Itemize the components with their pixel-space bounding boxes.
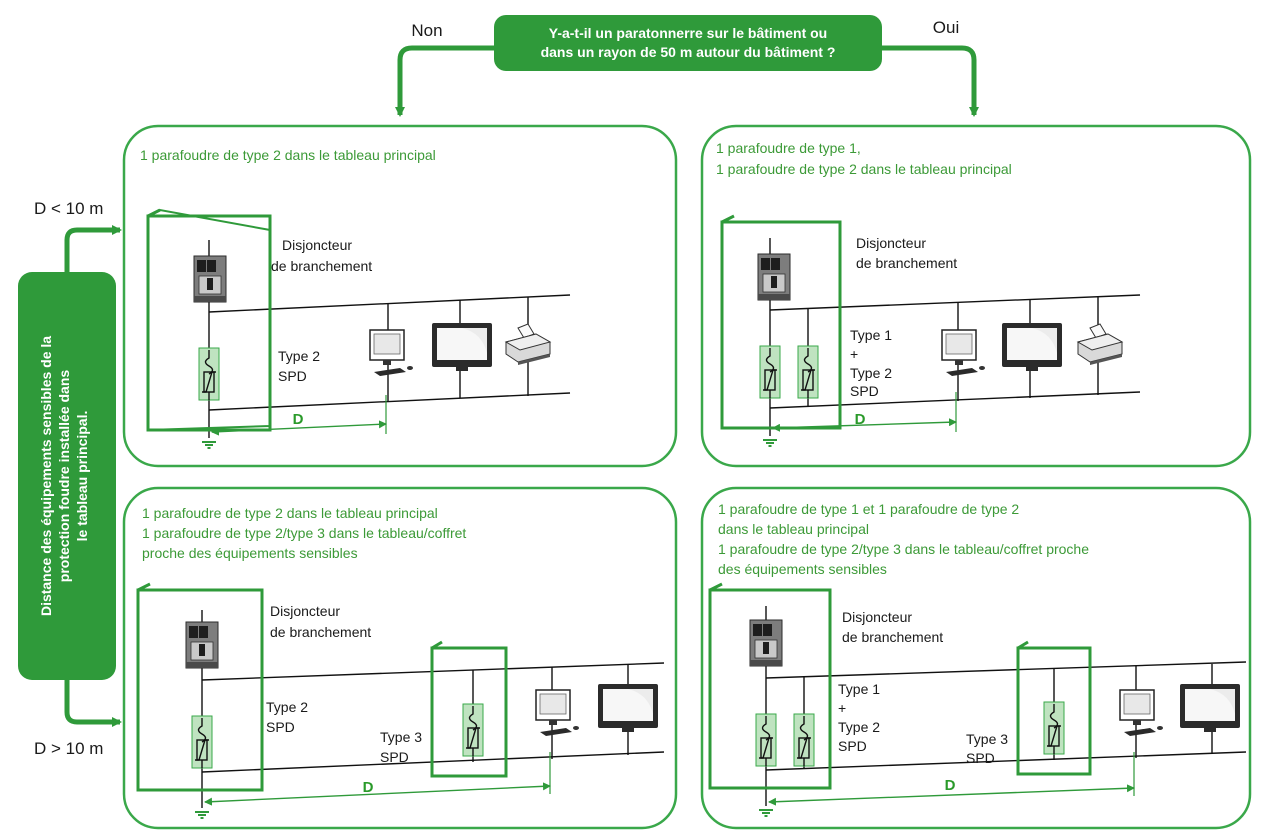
spd3-label-2: SPD	[966, 750, 995, 766]
spd-type2-module	[797, 345, 819, 399]
distance-side-box: Distance des équipements sensibles de la…	[18, 272, 116, 680]
spd-type2-module	[191, 715, 213, 769]
no-label: Non	[411, 21, 442, 40]
panel-frame	[700, 486, 1252, 830]
spd-label-line: +	[838, 700, 846, 716]
screen-icon	[598, 684, 658, 732]
side-background	[18, 272, 116, 680]
d-less-arrow	[64, 225, 122, 272]
distance-label: D	[293, 411, 304, 428]
breaker-icon	[757, 253, 791, 301]
sub-cabinet	[1016, 646, 1092, 776]
spd-label-1: Type 2	[278, 348, 320, 364]
d-less-label: D < 10 m	[34, 199, 103, 218]
panel-desc-line: 1 parafoudre de type 2/type 3 dans le ta…	[142, 525, 466, 541]
panel-desc-line: 1 parafoudre de type 2 dans le tableau p…	[142, 505, 438, 521]
spd-label-2: SPD	[278, 368, 307, 384]
spd-label-line: Type 1	[850, 327, 892, 343]
yes-arrow	[882, 45, 979, 117]
spd3-label-1: Type 3	[966, 731, 1008, 747]
panel-desc-line: 1 parafoudre de type 1,	[716, 140, 861, 156]
screen-icon	[432, 323, 492, 371]
spd-label-1: Type 2	[266, 699, 308, 715]
main-cabinet	[136, 588, 264, 792]
spd-label-line: SPD	[838, 738, 867, 754]
spd-type3-module	[462, 703, 484, 757]
screen-icon	[1180, 684, 1240, 732]
panel-frame	[122, 124, 678, 468]
spd3-label-1: Type 3	[380, 729, 422, 745]
spd-label-line: Type 2	[838, 719, 880, 735]
panel-bottom-left: 1 parafoudre de type 2 dans le tableau p…	[122, 486, 678, 830]
breaker-label-2: de branchement	[271, 258, 372, 274]
screen-icon	[1002, 323, 1062, 371]
panel-top-left: 1 parafoudre de type 2 dans le tableau p…	[122, 124, 678, 468]
spd-label-2: SPD	[266, 719, 295, 735]
main-cabinet	[146, 214, 272, 432]
distance-label: D	[945, 777, 956, 794]
side-line-3: le tableau principal.	[74, 411, 90, 542]
distance-arrow	[772, 418, 957, 432]
question-line-2: dans un rayon de 50 m autour du bâtiment…	[541, 44, 836, 60]
panel-desc-line: 1 parafoudre de type 1 et 1 parafoudre d…	[718, 501, 1019, 517]
spd-type1-module	[755, 713, 777, 767]
breaker-icon	[749, 619, 783, 667]
spd-label-line: +	[850, 346, 858, 362]
spd-label-line: Type 1	[838, 681, 880, 697]
yes-label: Oui	[933, 18, 959, 37]
distance-arrow	[211, 420, 387, 436]
d-more-arrow	[64, 680, 122, 727]
panel-desc-line: dans le tableau principal	[718, 521, 869, 537]
distance-arrow	[768, 784, 1135, 806]
sub-cabinet	[430, 646, 508, 778]
no-arrow	[395, 45, 494, 117]
side-line-1: Distance des équipements sensibles de la	[38, 336, 54, 616]
question-line-1: Y-a-t-il un paratonnerre sur le bâtiment…	[549, 25, 827, 41]
breaker-label-1: Disjoncteur	[842, 609, 912, 625]
panel-desc-line: 1 parafoudre de type 2/type 3 dans le ta…	[718, 541, 1089, 557]
spd-label-line: Type 2	[850, 365, 892, 381]
breaker-label-1: Disjoncteur	[270, 603, 340, 619]
breaker-icon	[185, 621, 219, 669]
distance-label: D	[855, 411, 866, 428]
spd3-label-2: SPD	[380, 749, 409, 765]
spd-label-line: SPD	[850, 383, 879, 399]
question-box: Y-a-t-il un paratonnerre sur le bâtiment…	[494, 15, 882, 71]
breaker-label-2: de branchement	[842, 629, 943, 645]
spd-type1-module	[759, 345, 781, 399]
breaker-label-1: Disjoncteur	[282, 237, 352, 253]
panel-desc-line: proche des équipements sensibles	[142, 545, 358, 561]
breaker-label-2: de branchement	[270, 624, 371, 640]
spd-type3-module	[1043, 701, 1065, 755]
panel-desc-line: des équipements sensibles	[718, 561, 887, 577]
panel-desc-line: 1 parafoudre de type 2 dans le tableau p…	[716, 161, 1012, 177]
d-more-label: D > 10 m	[34, 739, 103, 758]
breaker-icon	[193, 255, 227, 303]
panel-bottom-right: 1 parafoudre de type 1 et 1 parafoudre d…	[700, 486, 1252, 830]
distance-arrow	[204, 782, 551, 806]
spd-type2-module	[793, 713, 815, 767]
panel-desc-line: 1 parafoudre de type 2 dans le tableau p…	[140, 147, 436, 163]
distance-label: D	[363, 779, 374, 796]
breaker-label-2: de branchement	[856, 255, 957, 271]
question-background	[494, 15, 882, 71]
side-line-2: protection foudre installée dans	[56, 370, 72, 583]
panel-top-right: 1 parafoudre de type 1, 1 parafoudre de …	[700, 124, 1252, 468]
spd-type2-module	[198, 347, 220, 401]
breaker-label-1: Disjoncteur	[856, 235, 926, 251]
